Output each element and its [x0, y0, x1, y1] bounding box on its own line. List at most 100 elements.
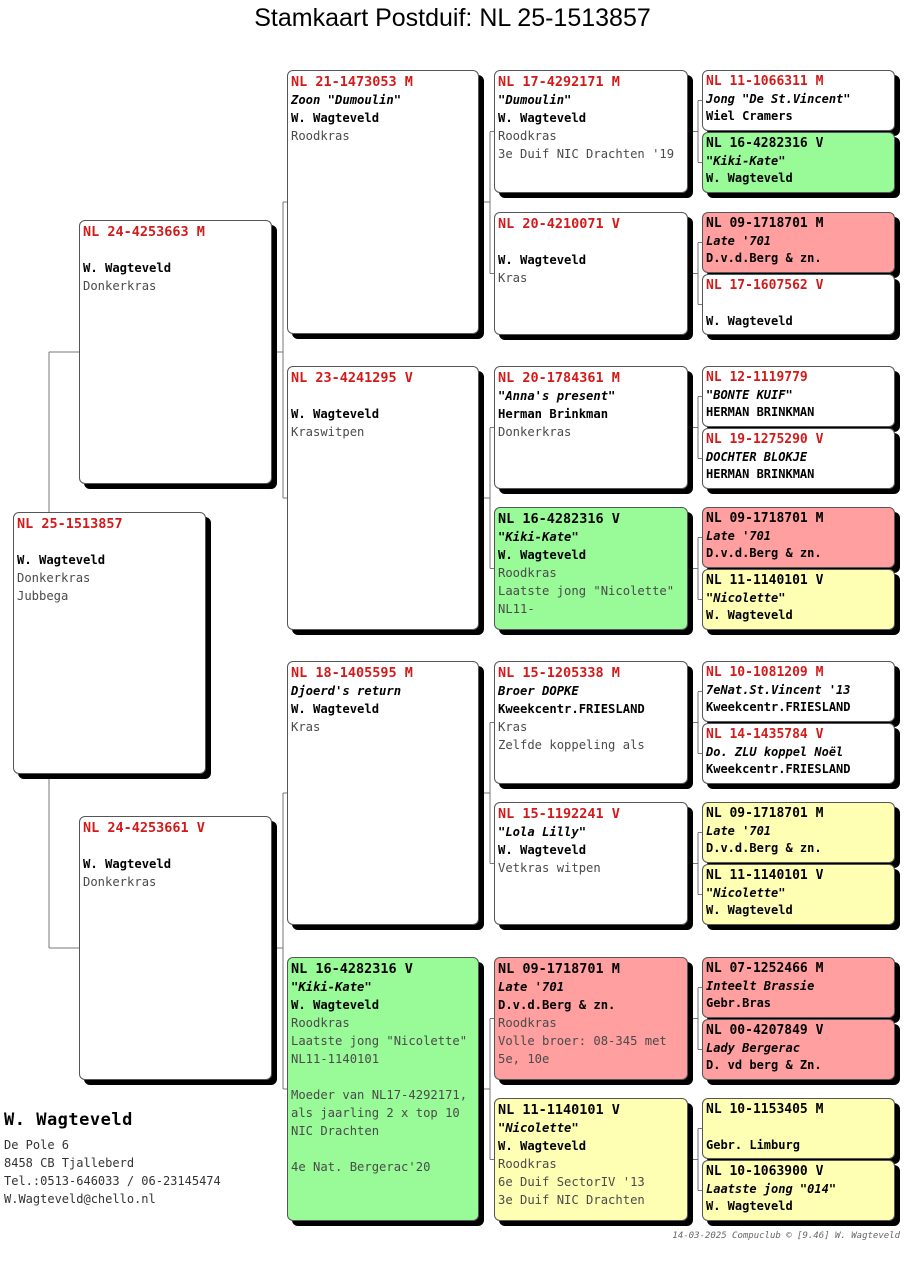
ring-number: NL 20-1784361 M [498, 370, 620, 386]
ring-number: NL 09-1718701 M [706, 511, 824, 526]
pigeon-info-line: Roodkras [291, 129, 350, 143]
owner-email[interactable]: W.Wagteveld@chello.nl [4, 1192, 156, 1206]
pigeon-owner: Kweekcentr.FRIESLAND [706, 762, 851, 776]
pigeon-info-line: Laatste jong "Nicolette" NL11- [498, 584, 682, 616]
pigeon-nickname: "Kiki-Kate" [706, 153, 786, 168]
pigeon-owner: W. Wagteveld [17, 553, 106, 567]
pigeon-info-line: Laatste jong "Nicolette" NL11-1140101 [291, 1034, 475, 1066]
pigeon-card-g08[interactable]: NL 11-1140101 V "Nicolette" W. Wagteveld [702, 569, 895, 630]
pigeon-info-line: Kraswitpen [291, 425, 365, 439]
pigeon-owner: Gebr. Limburg [706, 1137, 800, 1152]
pigeon-owner: W. Wagteveld [706, 171, 793, 185]
pigeon-owner: W. Wagteveld [498, 253, 587, 267]
pigeon-nickname [291, 387, 475, 405]
ring-number: NL 11-1140101 V [706, 573, 824, 588]
pigeon-owner: D.v.d.Berg & zn. [498, 998, 616, 1012]
pigeon-info-line: 3e Duif NIC Drachten '19 [498, 147, 675, 161]
pigeon-nickname [83, 241, 268, 259]
owner-contact-block: W. Wagteveld De Pole 6 8458 CB Tjalleber… [4, 1110, 274, 1208]
pigeon-info-line [291, 1068, 475, 1086]
pigeon-info-line: 6e Duif SectorIV '13 [498, 1175, 645, 1189]
pigeon-info-line: Moeder van NL17-4292171, als jaarling 2 … [291, 1088, 475, 1138]
pigeon-nickname: "Kiki-Kate" [291, 980, 372, 994]
pigeon-info-line [291, 1140, 475, 1158]
pigeon-info-line: Zelfde koppeling als [498, 738, 645, 752]
pigeon-owner: W. Wagteveld [291, 111, 380, 125]
pigeon-owner: W. Wagteveld [498, 111, 587, 125]
pigeon-card-g15[interactable]: NL 10-1153405 M Gebr. Limburg [702, 1098, 895, 1159]
pigeon-owner: HERMAN BRINKMAN [706, 405, 815, 419]
pigeon-nickname: "Kiki-Kate" [498, 530, 579, 544]
ring-number: NL 23-4241295 V [291, 370, 413, 386]
pigeon-info-line: Vetkras witpen [498, 861, 601, 875]
pigeon-info-line: Volle broer: 08-345 met 5e, 10e [498, 1034, 675, 1066]
pigeon-info-line: Roodkras [498, 1157, 557, 1171]
pigeon-owner: D. vd berg & Zn. [706, 1058, 822, 1072]
pigeon-card-g12[interactable]: NL 11-1140101 V"Nicolette"W. Wagteveld [702, 864, 895, 925]
ring-number: NL 09-1718701 M [706, 806, 824, 821]
ring-number: NL 15-1192241 V [498, 806, 620, 822]
ring-number: NL 11-1066311 M [706, 74, 824, 89]
pigeon-card-fmf[interactable]: NL 20-1784361 M"Anna's present"Herman Br… [494, 366, 688, 489]
ring-number: NL 19-1275290 V [706, 432, 824, 447]
ring-number: NL 20-4210071 V [498, 216, 620, 232]
pigeon-nickname: "Lola Lilly" [498, 825, 587, 839]
pigeon-card-mff[interactable]: NL 15-1205338 M Broer DOPKE Kweekcentr.FRI… [494, 661, 688, 784]
pigeon-nickname: Djoerd's return [291, 684, 402, 698]
pigeon-nickname: "Nicolette" [706, 590, 786, 605]
ring-number: NL 12-1119779 [706, 370, 808, 385]
pigeon-nickname: Late '701 [706, 823, 772, 838]
pigeon-nickname: "Nicolette" [498, 1121, 579, 1135]
pigeon-owner: D.v.d.Berg & zn. [706, 841, 822, 855]
pigeon-nickname: "BONTE KUIF" [706, 387, 793, 402]
ring-number: NL 09-1718701 M [706, 216, 824, 231]
pigeon-info-line: Kras [498, 720, 528, 734]
pigeon-owner: W. Wagteveld [706, 608, 793, 622]
pigeon-owner: W. Wagteveld [83, 261, 172, 275]
pigeon-card-g02[interactable]: NL 16-4282316 V"Kiki-Kate"W. Wagteveld [702, 132, 895, 193]
pigeon-nickname [706, 295, 891, 313]
ring-number: NL 17-4292171 M [498, 74, 620, 90]
ring-number: NL 24-4253663 M [83, 224, 205, 240]
ring-number: NL 00-4207849 V [706, 1023, 824, 1038]
pigeon-owner: W. Wagteveld [706, 903, 793, 917]
pigeon-nickname [498, 233, 684, 251]
pigeon-owner: W. Wagteveld [498, 548, 587, 562]
pigeon-card-g05[interactable]: NL 12-1119779 "BONTE KUIF" HERMAN BRINKMAN [702, 366, 895, 427]
ring-number: NL 07-1252466 M [706, 961, 824, 976]
ring-number: NL 14-1435784 V [706, 727, 824, 742]
pigeon-owner: Kweekcentr.FRIESLAND [498, 702, 645, 716]
pigeon-nickname: Broer DOPKE [498, 684, 579, 698]
page-title: Stamkaart Postduif: NL 25-1513857 [254, 4, 651, 32]
owner-address: De Pole 6 [4, 1138, 70, 1152]
ring-number: NL 10-1153405 M [706, 1102, 824, 1117]
pigeon-nickname: 7eNat.St.Vincent '13 [706, 682, 851, 697]
ring-number: NL 15-1205338 M [498, 665, 620, 681]
pigeon-nickname: Zoon "Dumoulin" [291, 93, 402, 107]
